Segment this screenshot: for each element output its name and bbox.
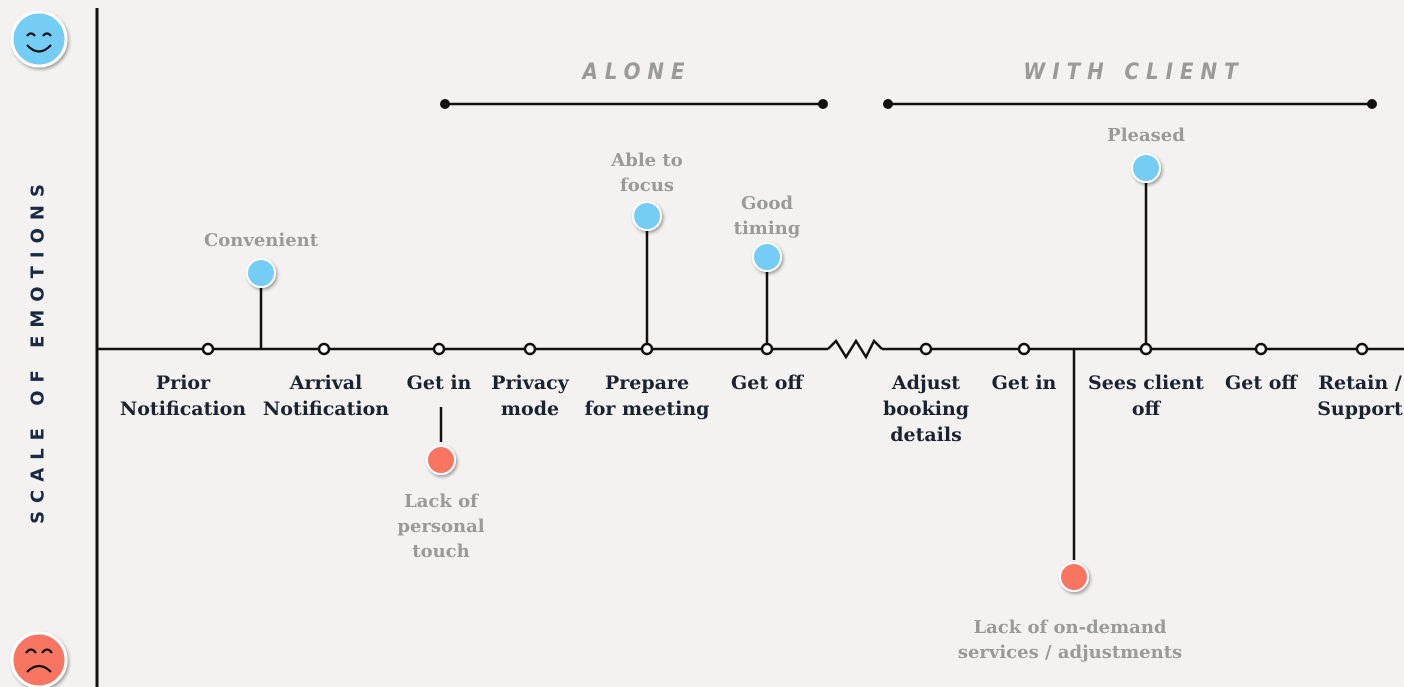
step-node: [201, 342, 215, 356]
timeline-break: [827, 338, 883, 360]
emotion-label-lack-of-personal-touch: Lack of personal touch: [397, 491, 485, 562]
phase-label-with-client: WITH CLIENT: [1023, 60, 1245, 85]
emotion-label-good-timing: Good timing: [733, 193, 801, 239]
step-get-in: Get in: [406, 372, 472, 394]
step-prepare-for-meeting: Prepare for meeting: [584, 372, 710, 420]
emotion-marker-positive: [246, 258, 276, 288]
emotion-label-lack-of-on-demand: Lack of on-demand services / adjustments: [957, 617, 1183, 663]
step-get-off-client: Get off: [1225, 372, 1297, 394]
emotion-marker-positive: [752, 242, 782, 272]
step-node: [760, 342, 774, 356]
step-get-in-client: Get in: [991, 372, 1057, 394]
step-arrival-notification: Arrival Notification: [262, 372, 390, 420]
step-node: [1017, 342, 1031, 356]
step-node: [432, 342, 446, 356]
emotion-label-convenient: Convenient: [203, 230, 319, 251]
step-privacy-mode: Privacy mode: [491, 372, 569, 420]
emotion-marker-negative: [426, 445, 456, 475]
step-node: [1139, 342, 1153, 356]
emotion-label-pleased: Pleased: [1107, 125, 1185, 146]
step-node: [640, 342, 654, 356]
step-node: [919, 342, 933, 356]
step-node: [317, 342, 331, 356]
emotion-marker-positive: [1131, 153, 1161, 183]
phase-bracket-with-client: [883, 99, 1377, 109]
phase-label-alone: ALONE: [582, 60, 692, 85]
phase-bracket-alone: [440, 99, 828, 109]
step-prior-notification: Prior Notification: [119, 372, 247, 420]
sad-face-icon: [10, 631, 68, 687]
step-node: [1254, 342, 1268, 356]
step-retain-support: Retain / Support: [1317, 372, 1403, 420]
axis-title: SCALE OF EMOTIONS: [27, 176, 49, 524]
emotion-marker-negative: [1059, 562, 1089, 592]
step-node: [1355, 342, 1369, 356]
happy-face-icon: [10, 10, 68, 68]
step-node: [523, 342, 537, 356]
step-get-off: Get off: [731, 372, 803, 394]
step-sees-client-off: Sees client off: [1088, 372, 1204, 420]
step-adjust-booking-details: Adjust booking details: [882, 372, 970, 446]
emotion-marker-positive: [632, 201, 662, 231]
emotion-label-able-to-focus: Able to focus: [611, 150, 683, 196]
